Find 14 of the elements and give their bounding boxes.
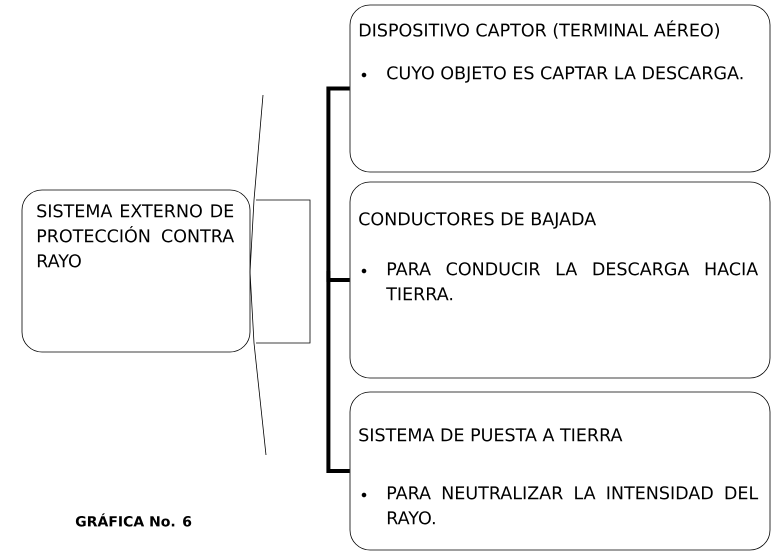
category-box bbox=[350, 392, 770, 550]
box-text: SISTEMA EXTERNO DE PROTECCIÓN CONTRA RAYO bbox=[37, 204, 234, 268]
bullet-item: CUYO OBJETO ES CAPTAR LA DESCARGA. bbox=[362, 66, 742, 83]
bracket-connector bbox=[326, 86, 350, 271]
heading: DISPOSITIVO CAPTOR (TERMINAL AÉREO) bbox=[358, 20, 720, 42]
heading: CONDUCTORES DE BAJADA bbox=[358, 212, 596, 232]
caption: GRÁFICA No. 6 bbox=[76, 513, 192, 527]
concept-box bbox=[22, 190, 250, 352]
bullet-item: PARA NEUTRALIZAR LA INTENSIDAD DEL RAYO. bbox=[362, 486, 758, 524]
bracket-connector bbox=[326, 271, 350, 473]
category-box bbox=[350, 182, 770, 378]
bullet-item: PARA CONDUCIR LA DESCARGA HACIA TIERRA. bbox=[362, 262, 758, 300]
category-box bbox=[350, 4, 770, 172]
heading: SISTEMA DE PUESTA A TIERRA bbox=[358, 428, 622, 444]
